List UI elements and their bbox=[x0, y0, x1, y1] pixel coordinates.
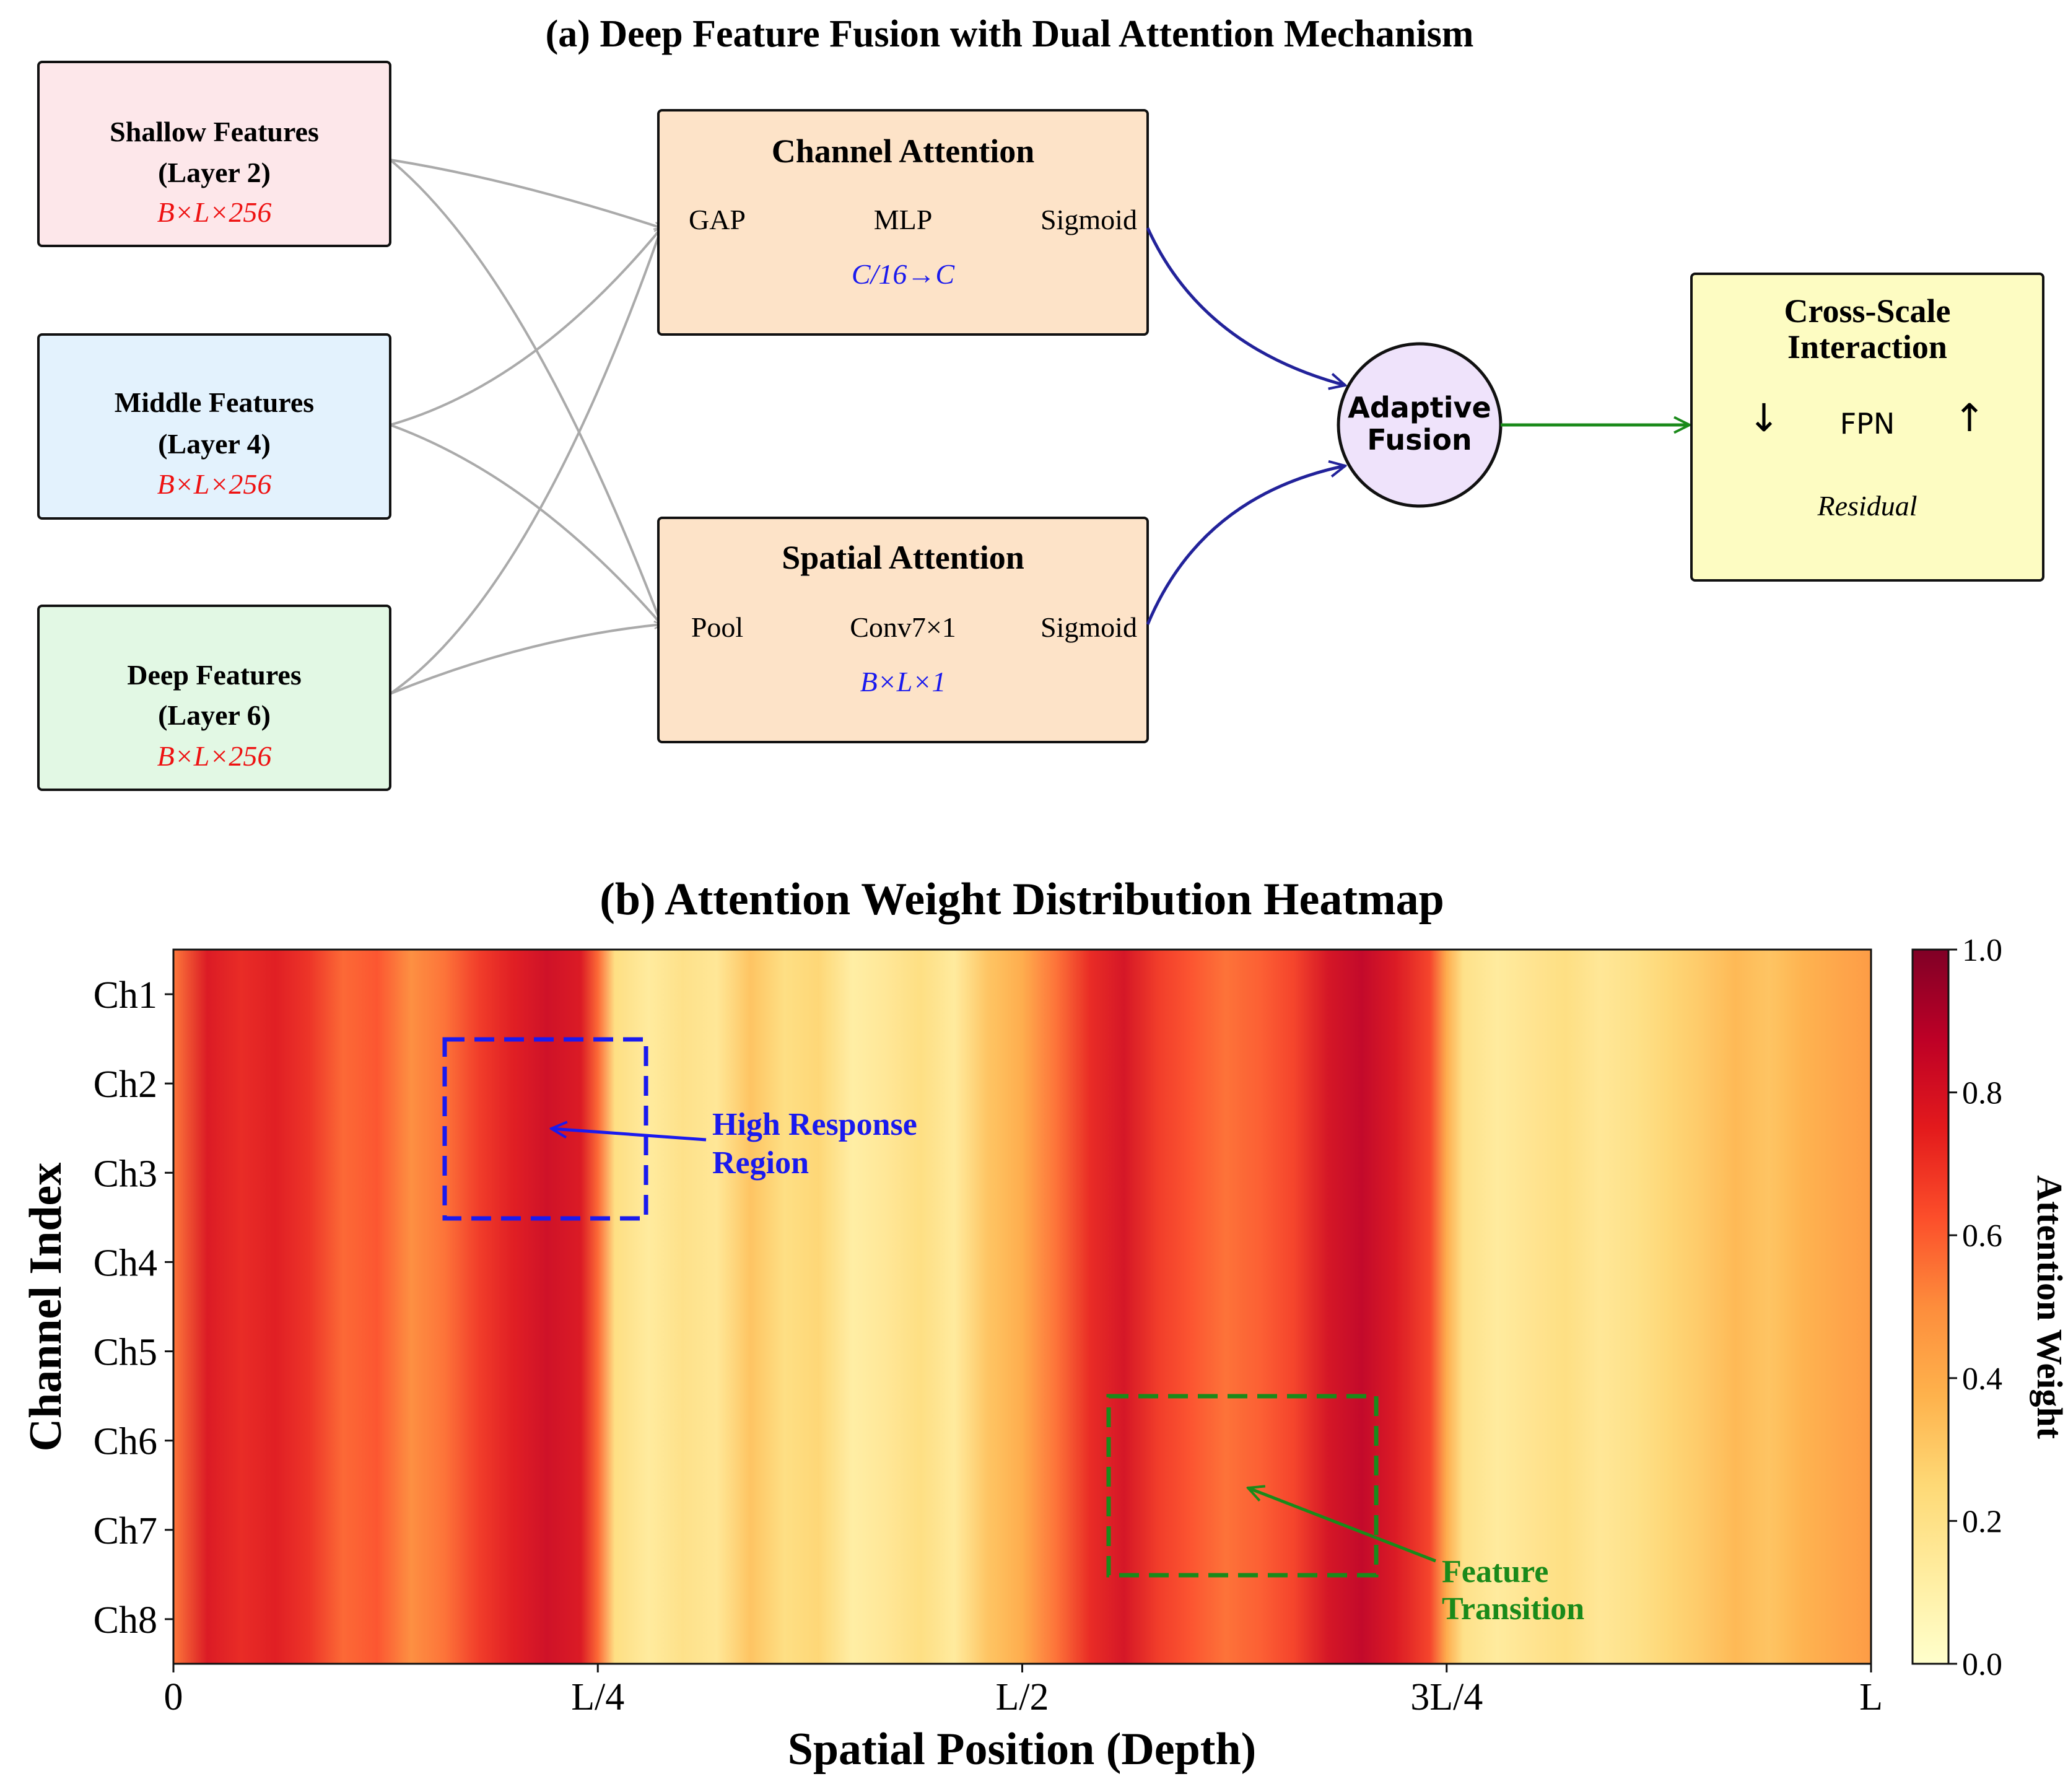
feature-transition-arrow bbox=[1248, 1488, 1436, 1563]
heatmap bbox=[172, 948, 1872, 1665]
y-tick-label: Ch1 bbox=[94, 974, 157, 1016]
arrow-spatial-to-fusion bbox=[1146, 466, 1345, 625]
y-axis-label: Channel Index bbox=[20, 1163, 71, 1452]
arrow-shallow-to-channel bbox=[390, 159, 661, 228]
y-tick-label: Ch5 bbox=[94, 1332, 157, 1374]
colorbar: 0.0 0.2 0.4 0.6 0.8 1.0 Attention Weight bbox=[1911, 933, 2068, 1682]
x-axis-label: Spatial Position (Depth) bbox=[788, 1724, 1257, 1775]
y-tick-label: Ch2 bbox=[94, 1064, 157, 1106]
input-layer: (Layer 4) bbox=[158, 428, 271, 460]
input-layer: (Layer 2) bbox=[158, 157, 271, 188]
spatial-step-pool: Pool bbox=[691, 611, 743, 643]
y-tick-label: Ch3 bbox=[94, 1153, 157, 1195]
arrow-middle-to-channel bbox=[390, 228, 661, 426]
high-response-label-1: High Response bbox=[712, 1107, 917, 1142]
colorbar-tick-label: 0.8 bbox=[1962, 1076, 2002, 1111]
arrow-deep-to-channel bbox=[389, 228, 661, 695]
input-shape: B×L×256 bbox=[157, 196, 272, 228]
feature-transition-label-1: Feature bbox=[1442, 1554, 1548, 1589]
input-name: Deep Features bbox=[127, 659, 301, 691]
arrow-shallow-to-spatial bbox=[389, 159, 661, 624]
arrow-channel-to-fusion bbox=[1146, 227, 1345, 385]
high-response-box bbox=[442, 1037, 648, 1221]
adaptive-fusion-node: Adaptive Fusion bbox=[1337, 342, 1503, 508]
colorbar-ticks: 0.0 0.2 0.4 0.6 0.8 1.0 bbox=[1948, 933, 2002, 1682]
y-tick-label: Ch7 bbox=[94, 1510, 157, 1552]
x-axis-ticks: 0 L/4 L/2 3L/4 L bbox=[164, 1664, 1883, 1718]
channel-attention-note: C/16→C bbox=[852, 258, 955, 290]
feature-transition-annotation: Feature Transition bbox=[1106, 1394, 1584, 1627]
colorbar-gradient bbox=[1911, 948, 1950, 1665]
high-response-label-2: Region bbox=[712, 1145, 809, 1181]
x-tick-label: 3L/4 bbox=[1410, 1676, 1483, 1718]
colorbar-tick-label: 0.4 bbox=[1962, 1361, 2002, 1397]
channel-attention-title: Channel Attention bbox=[772, 133, 1035, 170]
input-shape: B×L×256 bbox=[157, 740, 272, 772]
input-box bbox=[37, 61, 391, 247]
high-response-annotation: High Response Region bbox=[442, 1037, 917, 1221]
feature-transition-box bbox=[1106, 1394, 1379, 1578]
colorbar-label: Attention Weight bbox=[2030, 1175, 2068, 1440]
fpn-label: FPN bbox=[1840, 407, 1895, 440]
colorbar-tick-label: 0.0 bbox=[1962, 1647, 2002, 1682]
spatial-attention-box bbox=[657, 517, 1149, 743]
heatmap-body bbox=[173, 950, 1871, 1664]
cross-scale-block: Cross-Scale Interaction ↓ FPN ↑ Residual bbox=[1690, 273, 2044, 582]
fusion-label-1: Adaptive bbox=[1348, 391, 1491, 424]
fusion-label-2: Fusion bbox=[1367, 423, 1472, 457]
arrow-up-icon: ↑ bbox=[1953, 395, 1986, 440]
residual-label: Residual bbox=[1817, 490, 1917, 522]
input-name: Shallow Features bbox=[110, 116, 319, 147]
spatial-attention-note: B×L×1 bbox=[860, 666, 946, 697]
y-tick-label: Ch8 bbox=[94, 1599, 157, 1641]
arrow-deep-to-spatial bbox=[390, 624, 661, 695]
input-deep-features: Deep Features (Layer 6) B×L×256 bbox=[37, 605, 391, 791]
input-shallow-features: Shallow Features (Layer 2) B×L×256 bbox=[37, 61, 391, 247]
spatial-attention-block: Spatial Attention Pool Conv7×1 Sigmoid B… bbox=[657, 517, 1149, 743]
input-middle-features: Middle Features (Layer 4) B×L×256 bbox=[37, 333, 391, 520]
cross-scale-title-1: Cross-Scale bbox=[1784, 292, 1951, 330]
spatial-attention-title: Spatial Attention bbox=[782, 539, 1024, 576]
feature-transition-label-2: Transition bbox=[1442, 1591, 1584, 1627]
cross-scale-title-2: Interaction bbox=[1787, 328, 1947, 365]
colorbar-tick-label: 0.6 bbox=[1962, 1218, 2002, 1254]
colorbar-tick-label: 1.0 bbox=[1962, 933, 2002, 968]
channel-attention-box bbox=[657, 109, 1149, 336]
panel-a-title: (a) Deep Feature Fusion with Dual Attent… bbox=[546, 13, 1474, 55]
input-box bbox=[37, 333, 391, 520]
arrow-down-icon: ↓ bbox=[1748, 395, 1780, 440]
input-name: Middle Features bbox=[115, 387, 314, 418]
heatmap-shading bbox=[173, 950, 1871, 1664]
x-tick-label: L/4 bbox=[571, 1676, 624, 1718]
channel-step-mlp: MLP bbox=[874, 204, 933, 235]
spatial-step-conv: Conv7×1 bbox=[850, 611, 956, 643]
y-tick-label: Ch4 bbox=[94, 1242, 157, 1284]
input-layer: (Layer 6) bbox=[158, 699, 271, 731]
x-tick-label: 0 bbox=[164, 1676, 183, 1718]
cross-scale-box bbox=[1690, 273, 2044, 582]
x-tick-label: L/2 bbox=[995, 1676, 1049, 1718]
x-tick-label: L bbox=[1859, 1676, 1883, 1718]
high-response-arrow bbox=[551, 1129, 707, 1142]
channel-step-sigmoid: Sigmoid bbox=[1041, 204, 1137, 235]
input-arrows bbox=[389, 159, 661, 695]
y-tick-label: Ch6 bbox=[94, 1421, 157, 1463]
panel-b-title: (b) Attention Weight Distribution Heatma… bbox=[600, 874, 1444, 925]
channel-step-gap: GAP bbox=[689, 204, 746, 235]
channel-attention-block: Channel Attention GAP MLP Sigmoid C/16→C bbox=[657, 109, 1149, 336]
colorbar-tick-label: 0.2 bbox=[1962, 1504, 2002, 1539]
arrow-middle-to-spatial bbox=[390, 424, 661, 624]
input-box bbox=[37, 605, 391, 791]
spatial-step-sigmoid: Sigmoid bbox=[1041, 611, 1137, 643]
input-shape: B×L×256 bbox=[157, 468, 272, 500]
